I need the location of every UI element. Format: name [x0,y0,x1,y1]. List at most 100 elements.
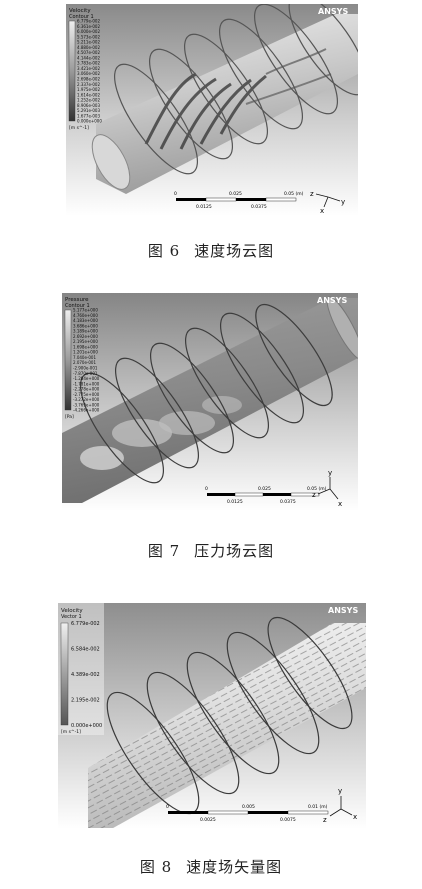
legend: Velocity Contour 1 6.779e-0026.361e-0026… [68,8,102,131]
legend-value: -7.870e-001 [73,371,98,376]
legend-value: 4.144e-002 [77,55,100,60]
helical-ribbons [79,303,333,484]
legend-value: 3.060e-002 [77,71,100,76]
legend-value: 0.000e+000 [77,119,102,124]
caption-number: 图 6 [147,242,181,260]
scale-label: 0.01 (m) [308,804,328,810]
legend-value: 3.421e-002 [77,66,100,71]
legend-value: -3.272e+000 [73,397,100,402]
legend-value: 5.573e-002 [77,34,100,39]
legend-value: 5.211e-002 [77,40,100,45]
axis-label: y [328,469,332,477]
legend-value: -2.775e+000 [73,392,100,397]
legend-value: 7.040e-001 [73,355,96,360]
scale-label: 0.0375 [251,204,267,210]
legend-value: 4.760e+000 [73,313,98,318]
legend-value: 5.177e+000 [73,308,98,313]
helical-ribbons [113,4,358,175]
caption-text: 速度场矢量图 [186,858,283,876]
scale-bar: 0 0.025 0.05 (m) 0.0125 0.0375 [205,486,327,505]
legend: Pressure Contour 1 5.177e+0004.760e+0004… [64,297,100,420]
legend-value: 2.195e+000 [73,339,98,344]
figure-7-caption: 图 7 压力场云图 [0,540,422,561]
legend-value: 4.880e-002 [77,45,100,50]
legend-value: 5.291e-003 [77,108,100,113]
legend-value: 4.507e-002 [77,50,100,55]
scale-label: 0.05 (m) [284,191,304,197]
scale-label: 0.05 (m) [307,486,327,492]
caption-number: 图 7 [147,542,181,560]
legend-unit: [m s^-1] [69,125,89,131]
legend-value: 6.779e-002 [71,621,100,627]
cylinder-shaft [62,296,358,503]
legend-value: 3.189e+000 [73,329,98,334]
legend-subtitle: Vector 1 [61,614,82,620]
figure-8-caption: 图 8 速度场矢量图 [0,856,422,877]
ansys-logo: ANSYS [317,296,347,305]
figure-6-graphic: Velocity Contour 1 6.779e-0026.361e-0026… [66,4,358,216]
legend-value: 2.195e-002 [71,698,100,704]
ansys-logo: ANSYS [328,606,358,615]
legend-value: 1.614e-002 [77,92,100,97]
cylinder-shaft [88,623,366,828]
legend-value: 2.337e-002 [77,82,100,87]
legend-value: -2.900e-001 [73,366,98,371]
axis-label: y [341,198,345,206]
scale-bar: 0 0.025 0.05 (m) 0.0125 0.0375 [174,191,304,210]
legend-value: 2.698e-002 [77,77,100,82]
cylinder-shaft [91,14,358,194]
axis-triad: z x y [310,190,345,215]
legend-value: 1.201e+000 [73,350,98,355]
scale-label: 0.0375 [280,499,296,505]
legend-value: 4.183e+000 [73,318,98,323]
scale-label: 0.0125 [227,499,243,505]
legend-subtitle: Contour 1 [69,14,94,20]
legend-value: 1.975e-002 [77,87,100,92]
legend-value: 4.389e-002 [71,672,100,678]
axis-triad: y z x [323,787,357,824]
legend-value: 6.584e-002 [71,647,100,653]
legend-value: 2.692e+000 [73,334,98,339]
figure-7-graphic: Pressure Contour 1 5.177e+0004.760e+0004… [62,293,358,511]
axis-label: z [312,491,316,499]
legend-unit: [m s^-1] [61,729,81,735]
legend-title: Velocity [69,8,91,14]
scale-bar: 0 0.005 0.01 (m) 0.0025 0.0075 [166,804,329,823]
legend-value: 1.677e-003 [77,113,100,118]
axis-label: x [320,207,324,215]
legend-colorbar [68,20,76,122]
legend-value: 6.779e-002 [77,19,100,24]
legend-colorbar [64,309,72,411]
legend-value: 6.361e-002 [77,24,100,29]
axis-label: y [338,787,342,795]
caption-text: 速度场云图 [194,242,275,260]
axis-triad: z y x [312,469,342,508]
legend-value: 6.000e-002 [77,29,100,34]
scale-label: 0.005 [242,804,255,810]
scale-label: 0 [205,486,208,492]
scale-label: 0.0125 [196,204,212,210]
axis-label: x [338,500,342,508]
legend-value: -1.781e+000 [73,381,100,386]
figure-6-caption: 图 6 速度场云图 [0,240,422,261]
ansys-logo: ANSYS [318,7,348,16]
scale-label: 0.025 [229,191,242,197]
scale-label: 0.0075 [280,817,296,823]
scale-label: 0 [174,191,177,197]
legend-value: 2.070e-001 [73,360,96,365]
legend-value: -1.284e+000 [73,376,100,381]
legend-subtitle: Contour 1 [65,303,90,309]
axis-label: z [310,190,314,198]
legend-value: 1.252e-002 [77,98,100,103]
legend-unit: [Pa] [65,414,74,420]
legend-value: 0.000e+000 [71,723,102,729]
legend-value: 1.698e+000 [73,344,98,349]
figure-8-graphic: Velocity Vector 1 6.779e-0026.584e-0024.… [58,603,366,829]
caption-text: 压力场云图 [194,542,275,560]
helical-ribbons [106,616,353,815]
legend-title: Pressure [65,297,89,303]
caption-number: 图 8 [139,858,173,876]
